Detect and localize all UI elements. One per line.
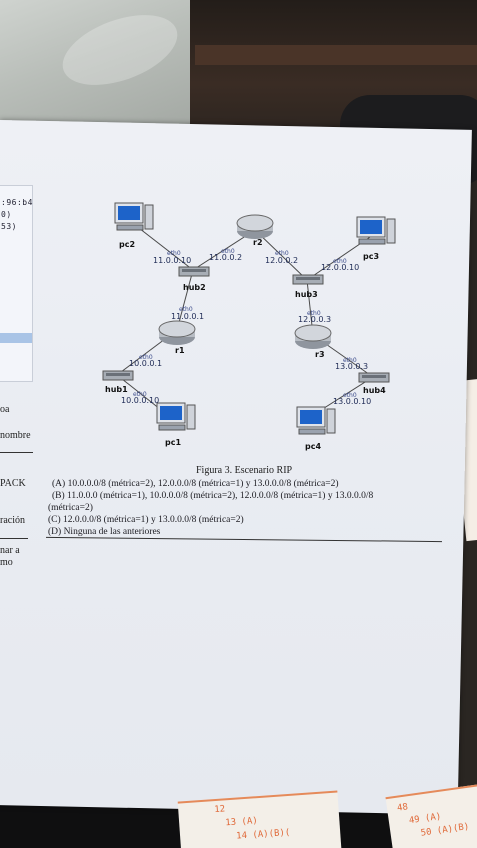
hub1-hub-icon — [102, 370, 134, 381]
sheet-row: 13 (A) — [224, 816, 259, 829]
rule — [0, 538, 28, 539]
ip-pc1: 10.0.0.10 — [121, 396, 159, 405]
hub4-hub-icon — [358, 372, 390, 383]
iface-label: eth0 — [343, 392, 357, 399]
sheet-row: 50 (A)(B) — [420, 821, 470, 839]
left-fragment: PACK — [0, 478, 26, 489]
option-a: (A) 10.0.0.0/8 (métrica=2), 12.0.0.0/8 (… — [52, 479, 339, 489]
pc1-computer-icon — [156, 402, 196, 431]
links — [116, 224, 374, 418]
left-fragment: nar a — [0, 545, 20, 556]
ip-pc2: 11.0.0.10 — [153, 256, 191, 265]
ip-r2-right: 12.0.0.2 — [265, 256, 298, 265]
iface-label: eth0 — [139, 354, 153, 361]
label-pc1: pc1 — [165, 438, 181, 447]
pc3-computer-icon — [356, 216, 396, 245]
mono-line: :96:b4 — [1, 198, 33, 207]
mono-line: 0) — [1, 210, 12, 219]
ip-r3-right: 13.0.0.3 — [335, 362, 368, 371]
iface-label: eth0 — [333, 258, 347, 265]
r1-router-icon — [158, 320, 196, 345]
ip-r3-top: 12.0.0.3 — [298, 315, 331, 324]
sheet-row: 12 — [214, 804, 226, 816]
sheet-row: 48 — [396, 802, 409, 814]
label-hub3: hub3 — [295, 290, 318, 299]
link-r2-hub3 — [254, 229, 308, 281]
option-b-continued: (métrica=2) — [48, 503, 93, 513]
iface-label: eth0 — [307, 310, 321, 317]
label-hub2: hub2 — [183, 283, 206, 292]
iface-label: eth0 — [221, 248, 235, 255]
left-fragment: mo — [0, 557, 13, 568]
option-b: (B) 11.0.0.0 (métrica=1), 10.0.0.0/8 (mé… — [52, 491, 374, 501]
pc2-computer-icon — [114, 202, 154, 231]
ip-r2-left: 11.0.0.2 — [209, 253, 242, 262]
pc4-computer-icon — [296, 406, 336, 435]
link-pc2-hub2 — [134, 224, 194, 271]
ip-r1-top: 11.0.0.1 — [171, 312, 204, 321]
label-pc2: pc2 — [119, 240, 135, 249]
iface-label: eth0 — [343, 357, 357, 364]
left-fragment: ración — [0, 515, 25, 526]
label-pc4: pc4 — [305, 442, 321, 451]
hub2-hub-icon — [178, 266, 210, 277]
hub3-hub-icon — [292, 274, 324, 285]
sheet-row: 14 (A)(B)( — [235, 827, 291, 842]
wooden-shelf — [195, 45, 477, 65]
answer-sheet-bottom-left: 12 13 (A) 14 (A)(B)( — [177, 790, 343, 848]
r2-router-icon — [236, 214, 274, 239]
selection-band — [0, 333, 32, 343]
ip-pc4: 13.0.0.10 — [333, 397, 371, 406]
link-hub2-r1 — [176, 269, 194, 331]
ip-r1-left: 10.0.0.1 — [129, 359, 162, 368]
iface-label: eth0 — [167, 250, 181, 257]
iface-label: eth0 — [275, 250, 289, 257]
ip-pc3: 12.0.0.10 — [321, 263, 359, 272]
figure-caption: Figura 3. Escenario RIP — [196, 465, 293, 476]
network-diagram: pc2 pc3 pc1 pc4 r2 r1 r3 hub2 hub3 hub1 … — [102, 202, 396, 451]
cropped-terminal-panel: :96:b4 0) 53) — [0, 185, 33, 382]
iface-label: eth0 — [179, 306, 193, 313]
label-r3: r3 — [315, 350, 325, 359]
mono-line: 53) — [1, 222, 17, 231]
label-r1: r1 — [175, 346, 185, 355]
label-pc3: pc3 — [363, 252, 379, 261]
label-hub4: hub4 — [363, 386, 386, 395]
iface-label: eth0 — [133, 391, 147, 398]
label-hub1: hub1 — [105, 385, 128, 394]
sheet-row: 49 (A) — [408, 811, 442, 827]
option-d: (D) Ninguna de las anteriores — [48, 527, 161, 537]
left-fragment: nombre — [0, 430, 31, 441]
r3-router-icon — [294, 324, 332, 349]
left-fragment: oa — [0, 404, 10, 415]
label-r2: r2 — [253, 238, 263, 247]
rule — [0, 452, 33, 453]
option-c: (C) 12.0.0.0/8 (métrica=1) y 13.0.0.0/8 … — [48, 515, 244, 525]
